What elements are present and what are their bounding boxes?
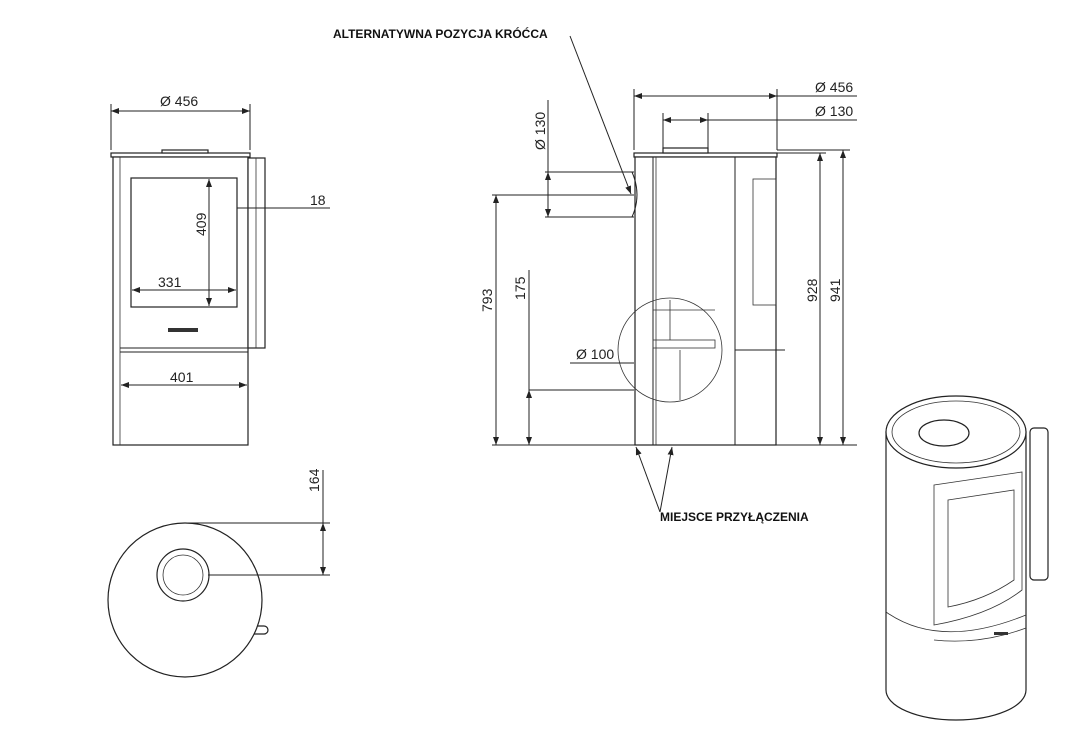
side-panel [247, 157, 266, 349]
lower-width-dim: 401 [170, 369, 194, 385]
logo [168, 328, 198, 332]
glass-door [130, 177, 238, 308]
flue-offset-dim: 164 [306, 468, 322, 492]
side-body [634, 156, 777, 446]
flue-diameter-dim: Ø 130 [815, 103, 853, 119]
detail-circle [617, 297, 723, 403]
perspective-view [885, 395, 1049, 721]
air-inlet-height-dim: 175 [512, 276, 528, 300]
alt-flue-outlet [631, 171, 638, 218]
front-diameter-dim: Ø 456 [160, 93, 198, 109]
top-view: 164 [107, 468, 330, 678]
flue-collar [161, 149, 209, 154]
rear-flue-diameter-dim: Ø 130 [532, 112, 548, 150]
connection-place-label: MIEJSCE PRZYŁĄCZENIA [660, 510, 809, 524]
flue-inner [162, 554, 204, 596]
perspective-door [933, 471, 1023, 626]
side-diameter-dim: Ø 456 [815, 79, 853, 95]
rear-flue-height-dim: 793 [479, 288, 495, 312]
perspective-flue [918, 419, 970, 447]
alt-position-label: ALTERNATYWNA POZYCJA KRÓĆCA [333, 26, 548, 41]
body-height-dim: 928 [804, 278, 820, 302]
perspective-glass [947, 489, 1015, 608]
air-inlet-diameter-dim: Ø 100 [576, 346, 614, 362]
glass-height-dim: 409 [193, 212, 209, 236]
front-view: Ø 456 18 409 331 401 [110, 93, 330, 446]
side-view: Ø 456 Ø 130 Ø 130 793 175 Ø 100 928 941 … [333, 26, 857, 524]
perspective-handle [1029, 427, 1049, 581]
side-gap-dim: 18 [310, 192, 326, 208]
total-height-dim: 941 [827, 278, 843, 302]
glass-width-dim: 331 [158, 274, 182, 290]
flue-outer [156, 548, 210, 602]
